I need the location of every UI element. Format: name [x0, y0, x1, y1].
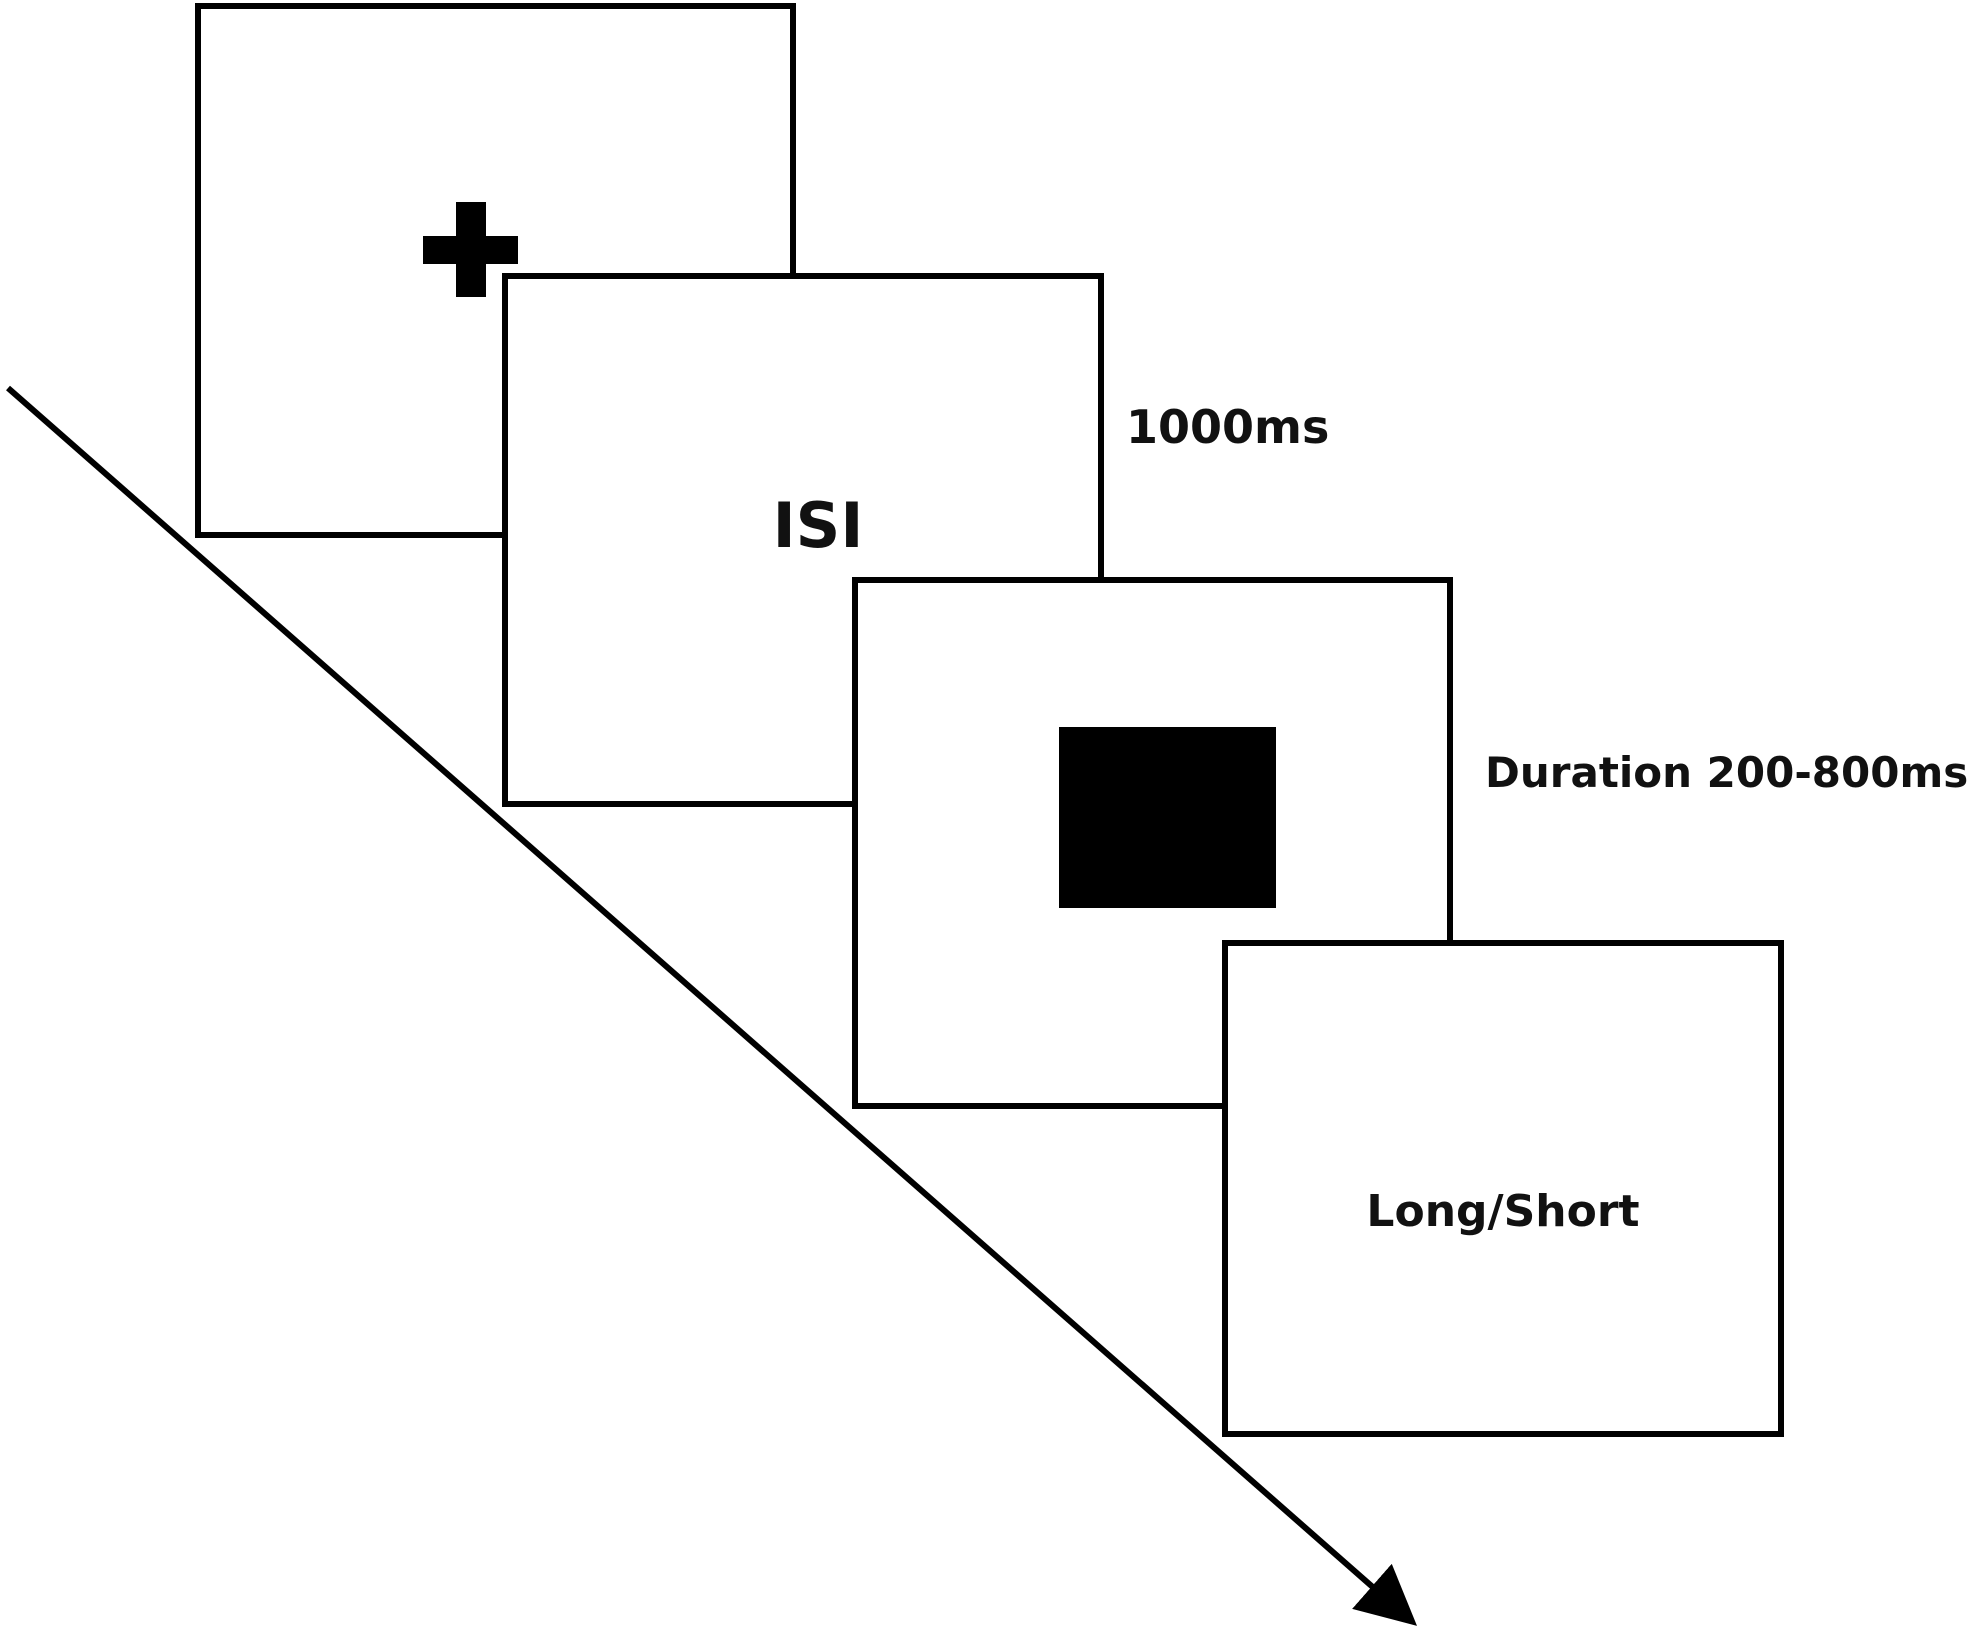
isi-label: ISI: [772, 489, 864, 562]
response-screen: Long/Short: [1222, 940, 1784, 1437]
fixation-duration-label: 1000ms: [1126, 400, 1330, 454]
response-label: Long/Short: [1366, 1186, 1640, 1237]
stimulus-square: [1059, 727, 1276, 908]
stimulus-duration-label: Duration 200-800ms: [1485, 748, 1969, 797]
fixation-cross-vertical-bar: [456, 202, 486, 297]
